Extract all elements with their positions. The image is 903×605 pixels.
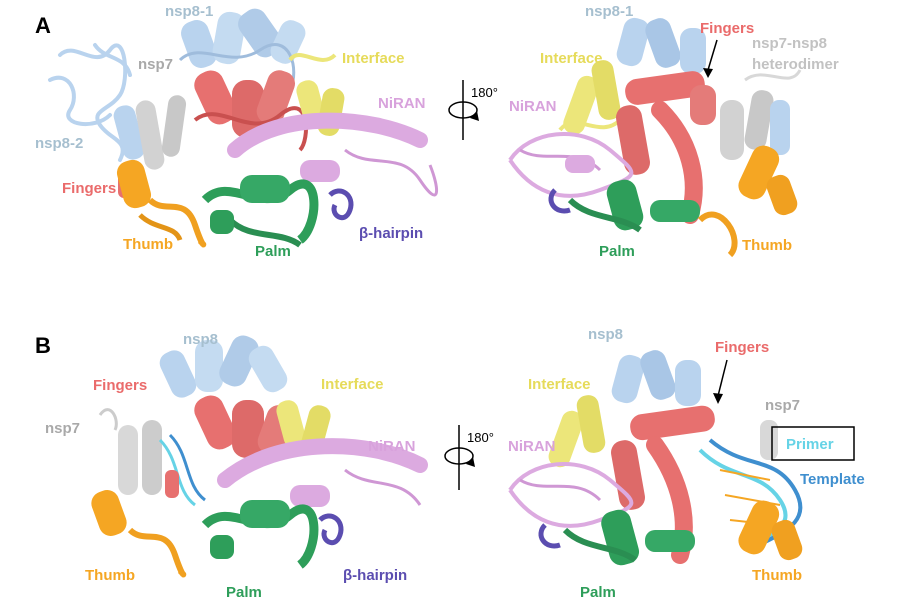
nsp7-helix-2 — [161, 95, 187, 157]
label-a-left-thumb: Thumb — [123, 236, 173, 253]
label-b-left-fingers: Fingers — [93, 377, 147, 394]
label-b-right-primer: Primer — [786, 436, 834, 453]
interface-domain-right — [558, 60, 622, 135]
interface-domain-b-right — [548, 395, 606, 468]
label-a-left-nsp8-2: nsp8-2 — [35, 135, 83, 152]
panel-a-right-structure — [508, 17, 802, 258]
fingers-arrow-a — [703, 39, 718, 78]
label-a-right-palm: Palm — [599, 243, 635, 260]
label-a-right-heterodimer-line1: nsp7-nsp8 — [752, 35, 827, 52]
label-b-right-nsp7: nsp7 — [765, 397, 800, 414]
label-a-left-niran: NiRAN — [378, 95, 426, 112]
label-a-right-niran: NiRAN — [509, 98, 557, 115]
thumb-domain — [116, 159, 207, 248]
palm-domain-b-right — [562, 509, 695, 566]
nsp8-domain-b-left — [159, 335, 288, 398]
nsp8-2-helix — [113, 105, 145, 160]
rotation-symbol-a — [448, 80, 479, 140]
panel-letter-b: B — [35, 333, 51, 358]
niran-domain-right — [508, 132, 634, 198]
label-a-left-beta-hairpin: β-hairpin — [359, 225, 423, 242]
label-b-left-nsp7: nsp7 — [45, 420, 80, 437]
rotation-symbol-b — [444, 425, 475, 490]
label-a-right-fingers: Fingers — [700, 20, 754, 37]
palm-domain-b-left — [201, 500, 319, 569]
label-a-right-nsp8-1: nsp8-1 — [585, 3, 633, 20]
nsp8-1-domain-right — [616, 17, 706, 74]
label-a-left-nsp8-1: nsp8-1 — [165, 3, 213, 20]
label-b-right-nsp8: nsp8 — [588, 326, 623, 343]
thumb-domain-right — [697, 145, 798, 258]
nsp7-nsp8-heterodimer — [720, 69, 802, 160]
niran-domain-b-left — [217, 438, 428, 507]
label-b-right-interface: Interface — [528, 376, 591, 393]
label-b-right-thumb: Thumb — [752, 567, 802, 584]
palm-domain-right — [567, 179, 700, 233]
beta-hairpin-domain-b-right — [538, 523, 561, 549]
label-b-left-nsp8: nsp8 — [183, 331, 218, 348]
nsp8-domain-b-right — [611, 350, 701, 406]
label-b-right-fingers: Fingers — [715, 339, 769, 356]
label-a-right-interface: Interface — [540, 50, 603, 67]
panel-b-right-structure — [508, 350, 803, 566]
rotation-label-a: 180° — [471, 85, 498, 100]
label-a-left-nsp7: nsp7 — [138, 56, 173, 73]
label-b-right-template: Template — [800, 471, 865, 488]
palm-domain — [201, 175, 319, 248]
nsp8-1-domain — [178, 8, 306, 91]
fingers-arrow-b — [713, 359, 728, 404]
panel-letter-a: A — [35, 13, 51, 38]
beta-hairpin-domain-right — [548, 188, 571, 214]
label-b-left-beta-hairpin: β-hairpin — [343, 567, 407, 584]
label-b-left-thumb: Thumb — [85, 567, 135, 584]
label-b-left-interface: Interface — [321, 376, 384, 393]
primer-box — [771, 426, 855, 461]
label-a-left-palm: Palm — [255, 243, 291, 260]
beta-hairpin-domain — [328, 188, 354, 221]
label-b-left-palm: Palm — [226, 584, 262, 601]
thumb-domain-b-left — [91, 489, 187, 578]
nsp7-helix-1 — [135, 100, 165, 170]
niran-domain-b-right — [508, 462, 634, 528]
label-b-right-niran: NiRAN — [508, 438, 556, 455]
nsp8-2-domain — [48, 43, 132, 162]
label-a-left-interface: Interface — [342, 50, 405, 67]
panel-a-left-structure — [48, 8, 439, 248]
label-a-left-fingers: Fingers — [62, 180, 116, 197]
thumb-domain-b-right — [738, 500, 803, 561]
panel-b-left-structure — [91, 335, 428, 578]
label-b-right-palm: Palm — [580, 584, 616, 601]
rotation-label-b: 180° — [467, 430, 494, 445]
niran-domain — [227, 112, 439, 197]
beta-hairpin-domain-b-left — [318, 513, 344, 546]
nsp7-domain-b-right — [760, 420, 778, 460]
label-b-left-niran: NiRAN — [368, 438, 416, 455]
nsp7-domain-b-left — [98, 408, 162, 495]
label-a-right-thumb: Thumb — [742, 237, 792, 254]
fingers-domain — [118, 70, 308, 198]
label-a-right-heterodimer-line2: heterodimer — [752, 56, 839, 73]
